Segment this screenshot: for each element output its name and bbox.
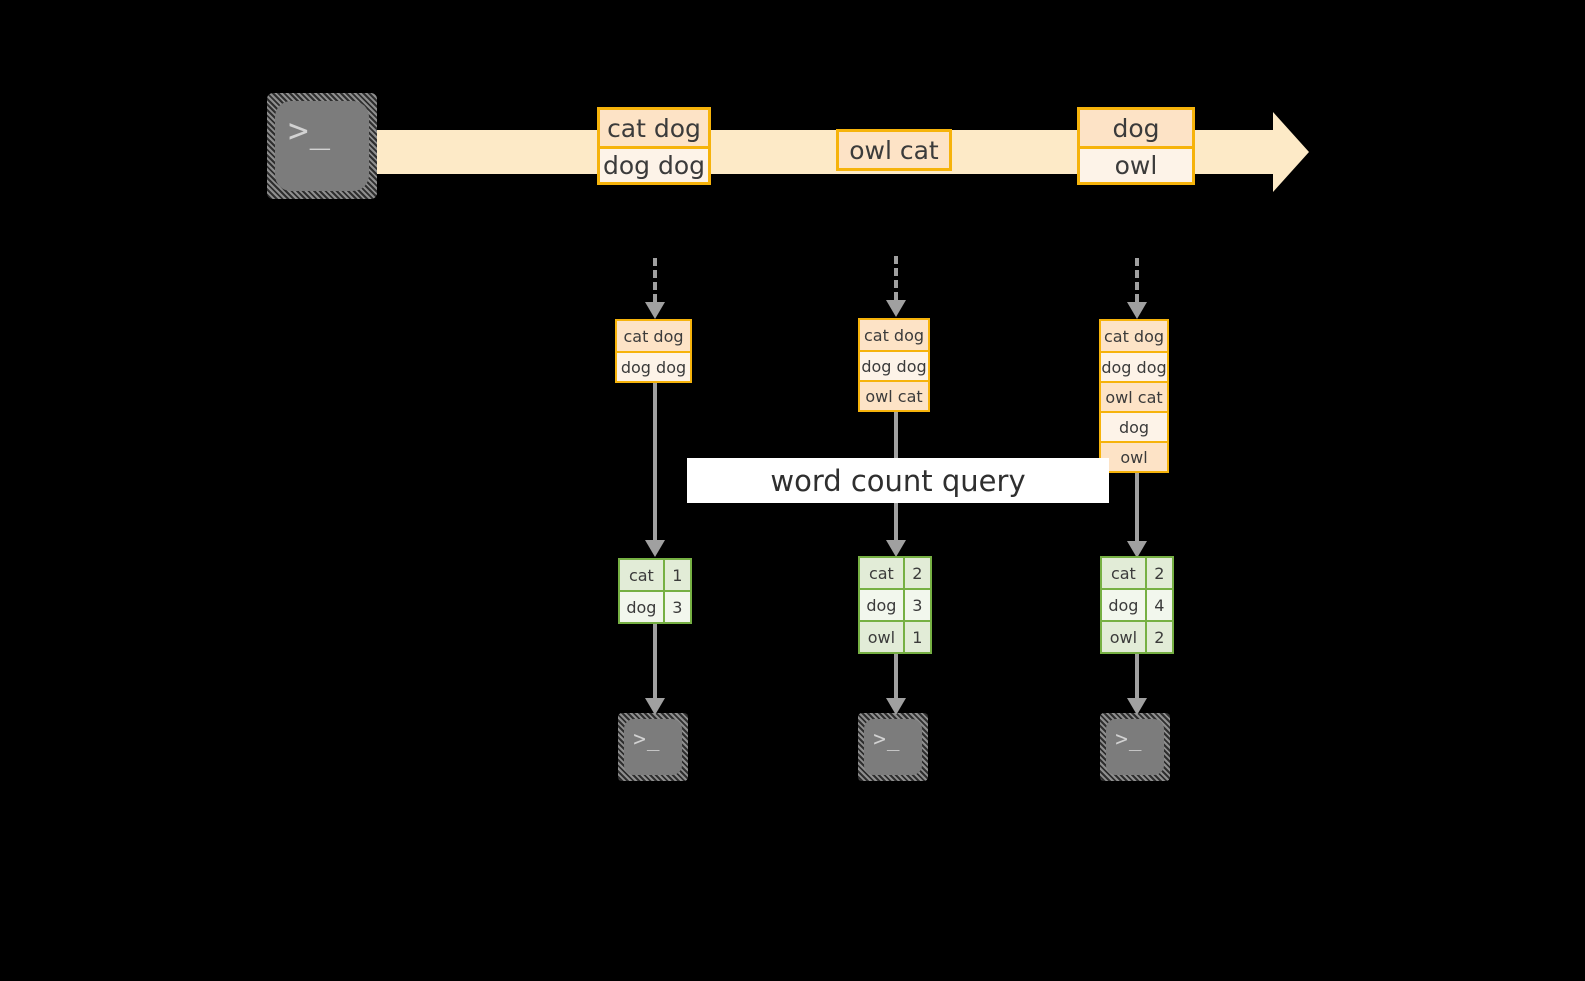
stream-record-box-2: owl cat <box>836 129 952 171</box>
table-row: owl 1 <box>860 620 930 652</box>
accumulated-record-line: cat dog <box>860 320 928 350</box>
accumulated-record-line: dog dog <box>1101 351 1167 381</box>
terminal-prompt-glyph: >_ <box>288 110 332 151</box>
accumulated-record-line: dog <box>1101 411 1167 441</box>
result-word: dog <box>1102 590 1147 620</box>
stream-record-box-3: dog owl <box>1077 107 1195 185</box>
result-word: cat <box>1102 558 1147 588</box>
result-word: dog <box>620 592 665 622</box>
result-count: 1 <box>904 622 930 652</box>
stream-record-line: owl cat <box>839 132 949 168</box>
word-count-result-table-3: cat 2 dog 4 owl 2 <box>1100 556 1174 654</box>
arrow-shaft <box>1135 473 1139 543</box>
arrow-shaft <box>1135 258 1139 302</box>
stream-record-line: dog dog <box>600 146 708 182</box>
result-word: owl <box>860 622 905 652</box>
accumulated-record-line: dog dog <box>860 350 928 380</box>
accumulated-records-3: cat dog dog dog owl cat dog owl <box>1099 319 1169 473</box>
result-count: 1 <box>664 560 690 590</box>
terminal-prompt-glyph: >_ <box>1115 727 1143 752</box>
result-word: cat <box>860 558 905 588</box>
sink-terminal-icon-2: >_ <box>858 713 928 781</box>
table-row: dog 4 <box>1102 588 1172 620</box>
result-word: cat <box>620 560 665 590</box>
arrow-shaft <box>653 382 657 542</box>
sink-terminal-icon-1: >_ <box>618 713 688 781</box>
accumulated-records-2: cat dog dog dog owl cat <box>858 318 930 412</box>
terminal-screen: >_ <box>1106 719 1164 775</box>
stream-record-line: owl <box>1080 146 1192 182</box>
arrow-shaft <box>653 622 657 700</box>
result-count: 4 <box>1146 590 1172 620</box>
result-count: 3 <box>664 592 690 622</box>
accumulated-record-line: dog dog <box>617 351 690 381</box>
accumulated-record-line: cat dog <box>1101 321 1167 351</box>
terminal-prompt-glyph: >_ <box>873 727 901 752</box>
arrow-shaft <box>653 258 657 302</box>
terminal-prompt-glyph: >_ <box>633 727 661 752</box>
table-row: owl 2 <box>1102 620 1172 652</box>
result-count: 2 <box>1146 622 1172 652</box>
arrow-shaft <box>894 652 898 700</box>
terminal-screen: >_ <box>275 101 369 191</box>
arrow-head-icon <box>1127 698 1147 715</box>
arrow-head-icon <box>645 698 665 715</box>
accumulated-record-line: cat dog <box>617 321 690 351</box>
arrow-head-icon <box>886 540 906 557</box>
word-count-result-table-1: cat 1 dog 3 <box>618 558 692 624</box>
arrow-head-icon <box>886 300 906 317</box>
table-row: cat 2 <box>1102 558 1172 588</box>
stream-record-line: dog <box>1080 110 1192 146</box>
stream-arrow-head-icon <box>1273 112 1309 192</box>
table-row: dog 3 <box>860 588 930 620</box>
table-row: cat 1 <box>620 560 690 590</box>
accumulated-record-line: owl cat <box>860 380 928 410</box>
arrow-head-icon <box>645 540 665 557</box>
accumulated-record-line: owl cat <box>1101 381 1167 411</box>
stream-record-line: cat dog <box>600 110 708 146</box>
table-row: cat 2 <box>860 558 930 588</box>
arrow-head-icon <box>1127 541 1147 558</box>
accumulated-records-1: cat dog dog dog <box>615 319 692 383</box>
stream-record-box-1: cat dog dog dog <box>597 107 711 185</box>
arrow-head-icon <box>1127 302 1147 319</box>
result-count: 2 <box>904 558 930 588</box>
result-word: owl <box>1102 622 1147 652</box>
sink-terminal-icon-3: >_ <box>1100 713 1170 781</box>
arrow-shaft <box>894 256 898 300</box>
arrow-head-icon <box>886 698 906 715</box>
arrow-shaft <box>1135 652 1139 700</box>
arrow-head-icon <box>645 302 665 319</box>
query-label-text: word count query <box>770 463 1026 498</box>
query-label: word count query <box>687 458 1109 503</box>
accumulated-record-line: owl <box>1101 441 1167 471</box>
result-count: 3 <box>904 590 930 620</box>
result-word: dog <box>860 590 905 620</box>
table-row: dog 3 <box>620 590 690 622</box>
terminal-screen: >_ <box>864 719 922 775</box>
terminal-screen: >_ <box>624 719 682 775</box>
word-count-result-table-2: cat 2 dog 3 owl 1 <box>858 556 932 654</box>
result-count: 2 <box>1146 558 1172 588</box>
source-terminal-icon: >_ <box>267 93 377 199</box>
